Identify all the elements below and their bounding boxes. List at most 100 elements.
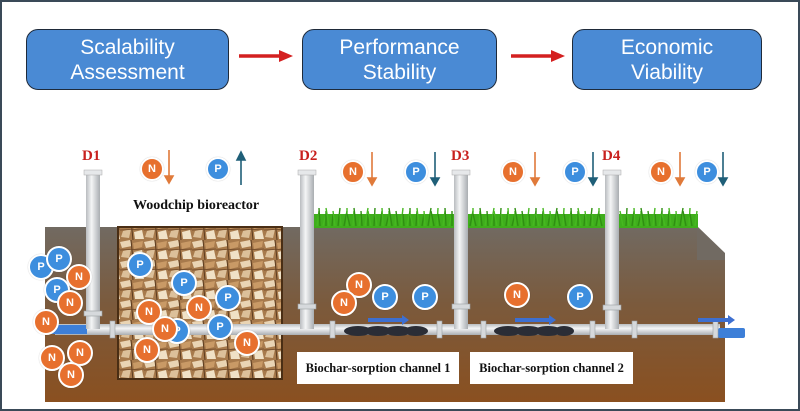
grass-blade — [598, 213, 603, 227]
grass-blades — [316, 207, 698, 227]
grass-blade — [427, 207, 432, 227]
grass-blade — [325, 207, 330, 227]
grass-blade — [400, 207, 404, 227]
grass-blade — [520, 213, 523, 227]
nitrogen-ion: N — [136, 299, 162, 325]
grass-blade — [584, 210, 588, 227]
grass-blade — [541, 210, 544, 227]
grass-blade — [373, 207, 376, 227]
channel-1-label: Biochar-sorption channel 1 — [297, 352, 459, 384]
nitrogen-ion: N — [331, 290, 357, 316]
nitrogen-indicator-d3: N — [501, 160, 525, 184]
flow-arrow-outlet — [698, 315, 735, 325]
nitrogen-indicator-d2: N — [341, 160, 365, 184]
riser-d4 — [605, 172, 619, 329]
grass-blade — [486, 210, 489, 227]
grass-blade — [542, 207, 546, 227]
grass-blade — [570, 207, 573, 227]
grass-blade — [353, 207, 357, 227]
grass-blade — [689, 213, 693, 227]
grass-blade — [479, 207, 483, 227]
grass-blade — [668, 207, 672, 227]
grass-blade — [402, 213, 405, 227]
grass-blade — [577, 207, 582, 227]
grass-blade — [436, 207, 439, 227]
grass-blade — [652, 207, 656, 227]
grass-blade — [633, 207, 636, 227]
grass-blade — [528, 213, 531, 227]
grass-blade — [346, 213, 351, 227]
stage-performance-stability: Performance Stability — [302, 29, 497, 90]
grass-blade — [556, 210, 561, 227]
grass-blade — [352, 210, 355, 227]
stage-label: Scalability Assessment — [70, 35, 185, 84]
grass-blade — [415, 210, 418, 227]
stage-scalability-assessment: Scalability Assessment — [26, 29, 229, 90]
grass-blade — [332, 210, 336, 227]
soil-slope — [697, 226, 725, 402]
p-trend-arrows — [235, 150, 729, 187]
grass-blade — [679, 207, 684, 227]
phosphorus-indicator-d2: P — [404, 160, 428, 184]
grass-blade — [625, 207, 628, 227]
drain-label-d2: D2 — [299, 148, 318, 164]
grass-blade — [331, 213, 334, 227]
nitrogen-ion: N — [152, 316, 178, 342]
grass-blade — [667, 210, 670, 227]
grass-blade — [661, 213, 666, 227]
drain-label-d1: D1 — [82, 148, 101, 164]
phosphorus-ion: P — [215, 285, 241, 311]
outlet-flow — [718, 328, 745, 338]
grass-blade — [646, 213, 649, 227]
grass-blade — [490, 207, 495, 227]
nitrogen-indicator-d4: N — [649, 160, 673, 184]
channel-2-label: Biochar-sorption channel 2 — [470, 352, 633, 384]
nitrogen-ion: N — [57, 290, 83, 316]
stage-label: Performance Stability — [339, 35, 460, 84]
grass-blade — [619, 210, 624, 227]
grass-blade — [381, 207, 384, 227]
grass-blade — [499, 207, 502, 227]
nitrogen-ion: N — [234, 330, 260, 356]
grass-blade — [688, 207, 691, 227]
drain-label-d3: D3 — [451, 148, 470, 164]
phosphorus-ion: P — [46, 246, 72, 272]
grass-blade — [563, 213, 567, 227]
grass-blade — [562, 207, 565, 227]
grass-blade — [535, 213, 540, 227]
biochar-media-1 — [344, 326, 428, 336]
grass-blade — [626, 213, 630, 227]
grass-blade — [364, 207, 369, 227]
grass-blade — [339, 213, 342, 227]
grass-blade — [416, 207, 420, 227]
grass-blade — [395, 210, 399, 227]
riser-d2 — [300, 172, 314, 329]
nitrogen-ion: N — [186, 295, 212, 321]
riser-d3 — [454, 172, 468, 329]
grass-blade — [526, 207, 530, 227]
phosphorus-ion: P — [171, 270, 197, 296]
biochar-media-2 — [494, 326, 574, 336]
phosphorus-ion: P — [412, 284, 438, 310]
flow-arrow-channel-1 — [368, 315, 409, 325]
phosphorus-ion: P — [567, 284, 593, 310]
grass-blade — [507, 207, 510, 227]
grass-blade — [472, 213, 477, 227]
grass-blade — [589, 207, 593, 227]
grass-blade — [514, 207, 519, 227]
nitrogen-ion: N — [67, 340, 93, 366]
nitrogen-ion: N — [504, 282, 530, 308]
phosphorus-ion: P — [207, 314, 233, 340]
grass-blade — [360, 210, 363, 227]
nitrogen-ion: N — [134, 337, 160, 363]
flow-arrow-2 — [511, 50, 565, 62]
grass-blade — [367, 210, 372, 227]
grass-blade — [423, 210, 426, 227]
grass-blade — [521, 210, 525, 227]
grass-blade — [500, 213, 504, 227]
grass-blade — [493, 210, 498, 227]
grass-blade — [394, 213, 397, 227]
nitrogen-indicator-d1: N — [140, 157, 164, 181]
grass-blade — [549, 210, 552, 227]
